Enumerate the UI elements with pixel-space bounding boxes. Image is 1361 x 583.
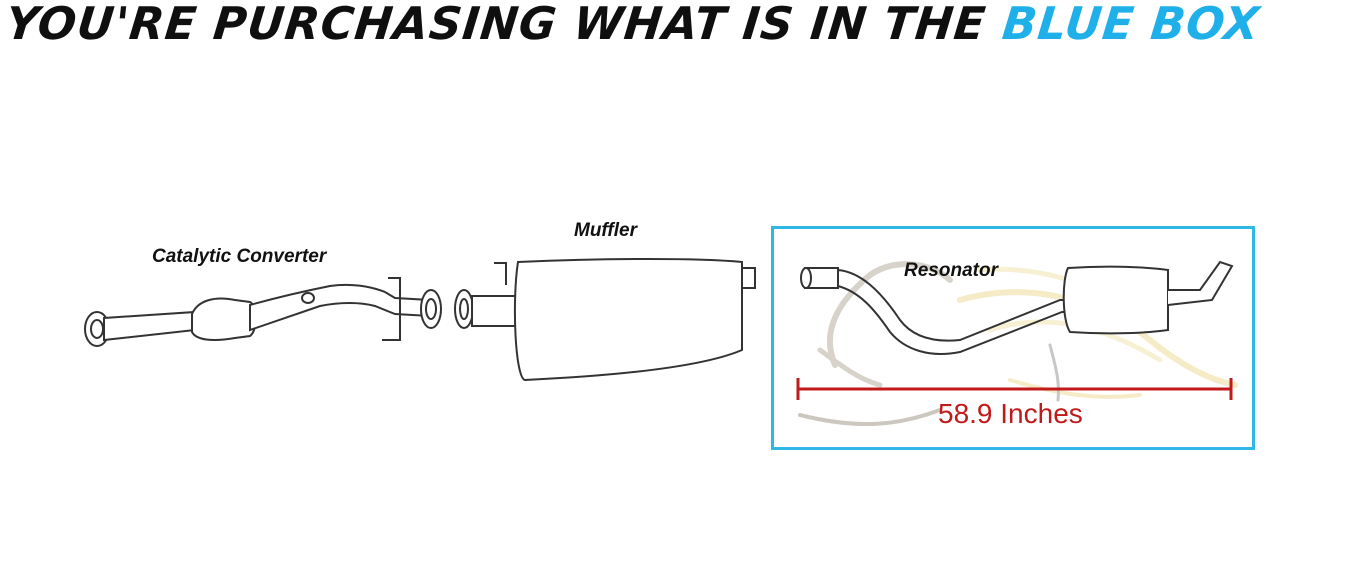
catalytic-converter-label: Catalytic Converter	[152, 246, 327, 267]
measurement-label: 58.9 Inches	[938, 398, 1083, 429]
muffler-section	[454, 258, 756, 382]
purchase-highlight-box	[771, 226, 1255, 450]
measurement-bar	[796, 378, 1233, 400]
muffler-label: Muffler	[574, 220, 637, 241]
resonator-label: Resonator	[904, 260, 998, 281]
resonator-section	[800, 260, 1234, 355]
catalytic-converter-section	[84, 277, 442, 347]
